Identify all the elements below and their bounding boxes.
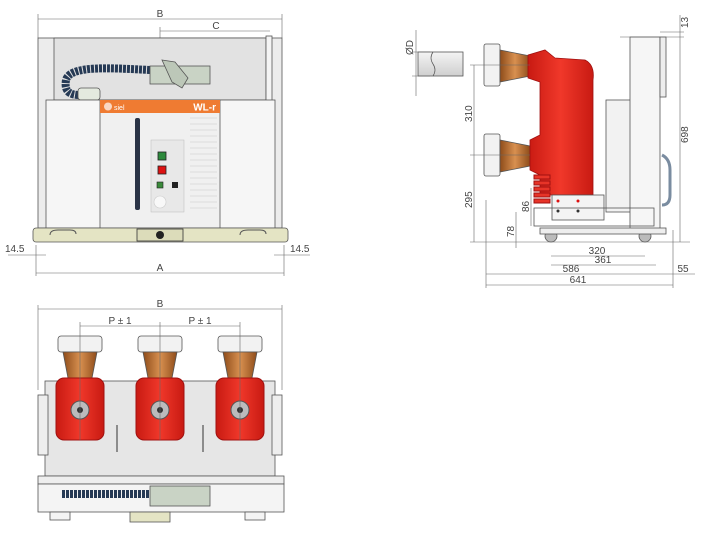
dim-pitch-right-label: P ± 1 <box>188 316 212 327</box>
dim-b-label-top: B <box>157 299 164 310</box>
handle[interactable] <box>661 153 672 207</box>
brand-logo-text: siel <box>114 105 125 112</box>
orange-brand-band <box>100 100 220 113</box>
counter-window <box>153 195 167 209</box>
dim-bushing-spacing-label: 310 <box>464 105 475 122</box>
dim-diameter-label: ØD <box>405 40 416 55</box>
dim-641-label: 641 <box>570 275 587 286</box>
close-button[interactable] <box>157 151 167 161</box>
top-view: B P ± 1 P ± 1 <box>37 299 285 523</box>
cable-chain <box>61 64 151 99</box>
dim-right-offset-label: 14.5 <box>290 244 310 255</box>
dim-a-label: A <box>157 263 164 274</box>
carriage-box <box>551 194 605 221</box>
dim-361-label: 361 <box>595 255 612 266</box>
dim-lower-bushing-label: 295 <box>464 191 475 208</box>
pole-insulator <box>527 49 594 196</box>
dim-586-label: 586 <box>563 264 580 275</box>
dim-top-label: 13 <box>680 16 691 28</box>
dim-b-label: B <box>157 9 164 20</box>
dim-left-offset-label: 14.5 <box>5 244 25 255</box>
dim-pitch-left-label: P ± 1 <box>108 316 132 327</box>
dim-55-label: 55 <box>677 264 689 275</box>
open-button[interactable] <box>157 165 167 175</box>
brand-logo-icon <box>104 102 112 111</box>
dim-86-label: 86 <box>521 200 532 212</box>
side-view: ØD 13 698 310 295 86 <box>405 15 695 288</box>
dim-height-label: 698 <box>680 126 691 143</box>
front-frame <box>629 36 661 231</box>
ventilation-grille <box>190 117 217 209</box>
front-view: B C siel WL-r <box>5 9 310 276</box>
dim-78-label: 78 <box>506 225 517 237</box>
dim-320-label: 320 <box>589 246 606 257</box>
status-indicator-spring <box>172 182 178 188</box>
status-indicator-closed <box>156 181 164 189</box>
busbar-pipe <box>417 51 464 77</box>
charging-handle[interactable] <box>135 118 140 210</box>
model-label: WL-r <box>193 103 216 114</box>
dim-c-label: C <box>212 21 219 32</box>
